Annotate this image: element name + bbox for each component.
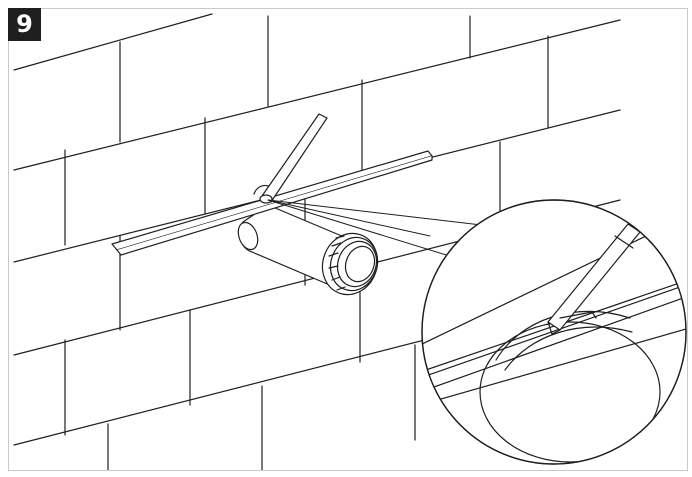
- detail-magnifier: [421, 199, 687, 465]
- step-number-badge: 9: [8, 8, 41, 41]
- illustration-frame: [8, 8, 688, 471]
- wall-connector: [237, 204, 379, 296]
- zoom-guides: [267, 199, 491, 259]
